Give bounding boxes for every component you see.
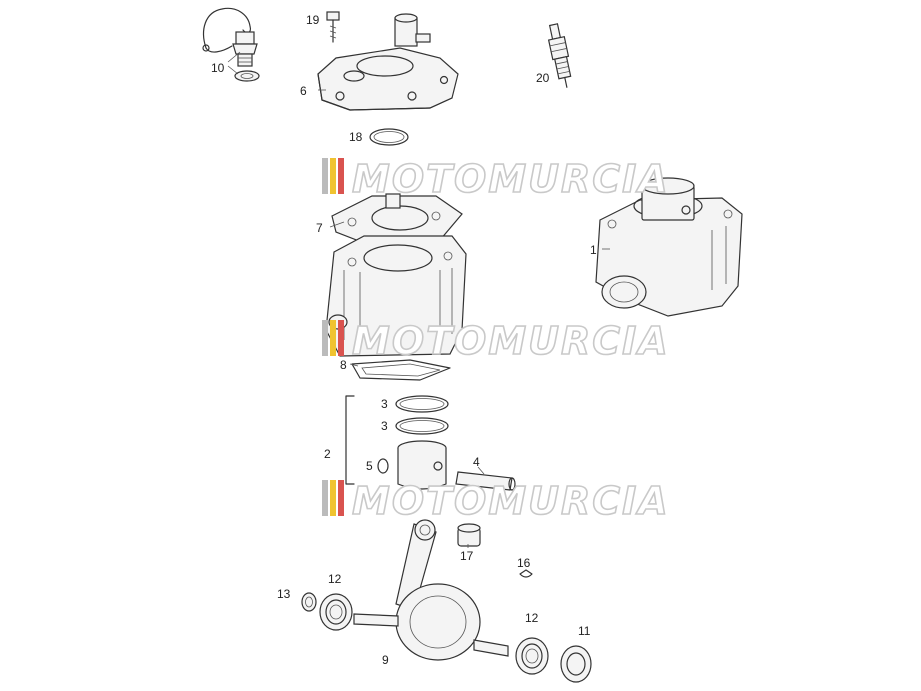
piston-rings	[395, 395, 449, 435]
head-gasket	[331, 193, 463, 247]
callout-12-left: 12	[328, 572, 342, 586]
head-o-ring	[369, 128, 409, 146]
watermark-top: MOTOMURCIA	[322, 156, 670, 202]
flag-stripe-yellow	[330, 480, 336, 516]
callout-17: 17	[460, 549, 474, 563]
callout-4: 4	[473, 455, 480, 469]
callout-19: 19	[306, 13, 320, 27]
leader-8	[349, 363, 359, 367]
flag-stripe-red	[338, 320, 344, 356]
spark-plug	[547, 23, 572, 88]
main-bearing-left	[319, 593, 353, 631]
callout-18: 18	[349, 130, 363, 144]
leader-10b	[227, 65, 239, 75]
callout-10: 10	[211, 61, 225, 75]
callout-6: 6	[300, 84, 307, 98]
watermark-text: MOTOMURCIA	[352, 319, 670, 363]
callouts: 19 10 6 20 18 7 1 8 3 3 2 5 4 17 16 13 1…	[211, 13, 597, 667]
watermark-middle: MOTOMURCIA	[322, 318, 670, 364]
leader-4	[477, 466, 485, 475]
temperature-sensor	[202, 7, 260, 82]
piston-pin	[455, 471, 516, 491]
watermark-text: MOTOMURCIA	[352, 157, 670, 201]
callout-1: 1	[590, 243, 597, 257]
oil-seal-left	[301, 592, 317, 612]
watermark-text: MOTOMURCIA	[352, 479, 670, 523]
crankshaft	[353, 519, 509, 661]
callout-20: 20	[536, 71, 550, 85]
base-gasket	[351, 359, 451, 381]
flag-stripe-yellow	[330, 158, 336, 194]
flag-stripe-grey	[322, 320, 328, 356]
woodruff-key	[519, 569, 533, 578]
callout-16: 16	[517, 556, 531, 570]
oil-seal-right	[560, 645, 592, 683]
flag-stripe-grey	[322, 480, 328, 516]
callout-11: 11	[578, 624, 591, 638]
flag-stripe-yellow	[330, 320, 336, 356]
cylinder-piston-assembly	[595, 177, 743, 317]
head-bolt	[326, 11, 340, 43]
piston-pin-circlip	[377, 458, 389, 474]
flag-stripe-grey	[322, 158, 328, 194]
callout-9: 9	[382, 653, 389, 667]
callout-13: 13	[277, 587, 291, 601]
watermark-bottom: MOTOMURCIA	[322, 478, 670, 524]
small-end-bearing	[457, 523, 481, 547]
main-bearing-right	[515, 637, 549, 675]
leader-lines	[227, 51, 610, 548]
callout-5: 5	[366, 459, 373, 473]
piston-kit-bracket	[345, 395, 355, 485]
flag-stripe-red	[338, 158, 344, 194]
callout-3-top: 3	[381, 397, 388, 411]
callout-8: 8	[340, 358, 347, 372]
callout-2: 2	[324, 447, 331, 461]
callout-3-bottom: 3	[381, 419, 388, 433]
callout-7: 7	[316, 221, 323, 235]
leader-10a	[227, 51, 241, 63]
cylinder-head	[317, 13, 459, 111]
leader-7	[329, 221, 345, 228]
flag-stripe-red	[338, 480, 344, 516]
callout-12-right: 12	[525, 611, 539, 625]
piston	[397, 440, 447, 490]
